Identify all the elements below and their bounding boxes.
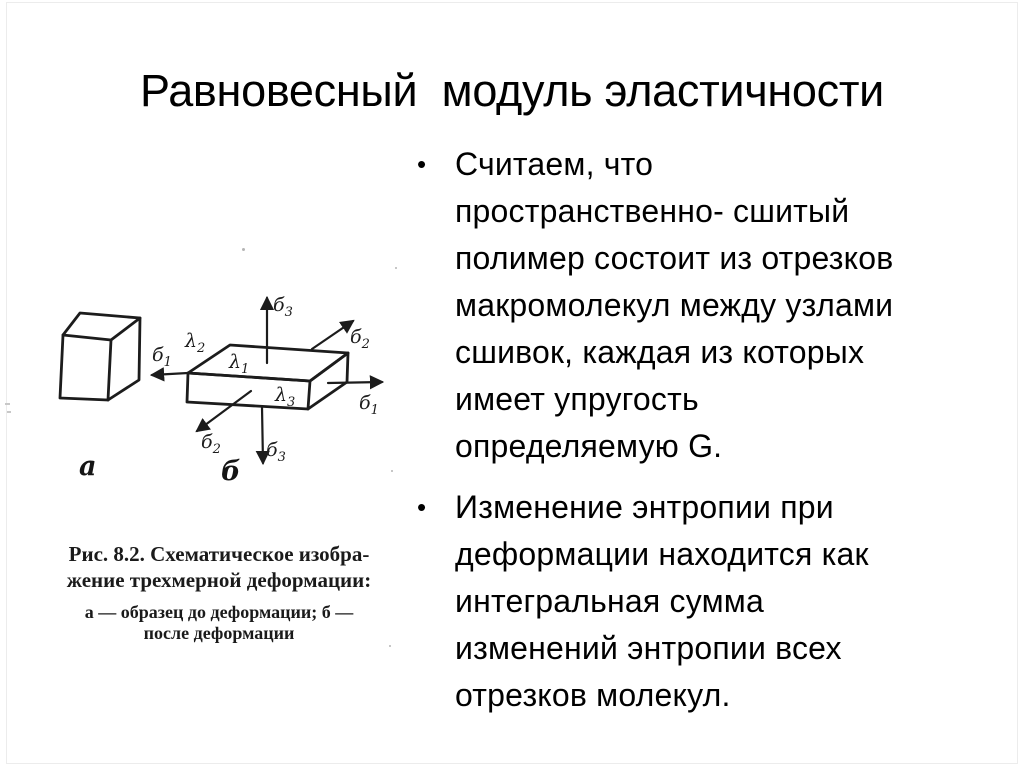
panel-a-label: а (79, 451, 97, 482)
bullet-marker: • (417, 149, 427, 179)
caption-line-4: после деформации (143, 623, 295, 643)
bullet-marker: • (417, 492, 427, 522)
sigma1-left-label: б1 (152, 344, 172, 370)
bullet-item: • Изменение энтропии при деформации нахо… (417, 484, 992, 719)
box-b (185, 343, 350, 411)
sigma2-bottom-label: б2 (201, 431, 221, 457)
lambda3-label: λ3 (274, 384, 295, 410)
bullet-text: Изменение энтропии при деформации находи… (455, 489, 869, 713)
lambda2-label: λ2 (184, 330, 205, 356)
bullet-list: • Считаем, что пространственно- сшитый п… (417, 141, 992, 719)
sigma3-top-label: б3 (273, 294, 293, 320)
sigma2-top-label: б2 (350, 326, 370, 352)
caption-line-3: а — образец до деформации; б — (84, 602, 354, 622)
stress-arrows (149, 295, 385, 466)
scan-speck (242, 248, 245, 251)
bullet-item: • Считаем, что пространственно- сшитый п… (417, 141, 992, 470)
sigma2-up-arrow (310, 319, 355, 351)
sigma1-right-arrow (326, 375, 385, 390)
bullet-text: Считаем, что пространственно- сшитый пол… (455, 146, 894, 464)
figure-image: б1 б1 б2 б2 б3 б3 λ2 λ1 λ3 а б (58, 294, 385, 487)
sigma1-right-label: б1 (359, 392, 379, 418)
sigma1-left-arrow (149, 367, 190, 382)
sigma3-bottom-label: б3 (266, 439, 286, 465)
cube-a (58, 311, 142, 402)
sigma3-down-arrow (255, 405, 270, 466)
scan-speck (395, 267, 397, 269)
scan-mark (5, 403, 10, 405)
sigma2-down-arrow (195, 389, 253, 433)
caption-line-1: Рис. 8.2. Схематическое изобра- (68, 542, 370, 566)
panel-b-label: б (221, 456, 241, 487)
scan-mark (7, 411, 11, 413)
lambda1-label: λ1 (228, 351, 249, 377)
figure-caption: Рис. 8.2. Схематическое изобра- жение тр… (38, 541, 400, 644)
scan-speck (389, 645, 391, 647)
scan-speck (391, 470, 393, 472)
page-title: Равновесный модуль эластичности (139, 65, 885, 116)
caption-line-2: жение трехмерной деформации: (66, 568, 372, 592)
